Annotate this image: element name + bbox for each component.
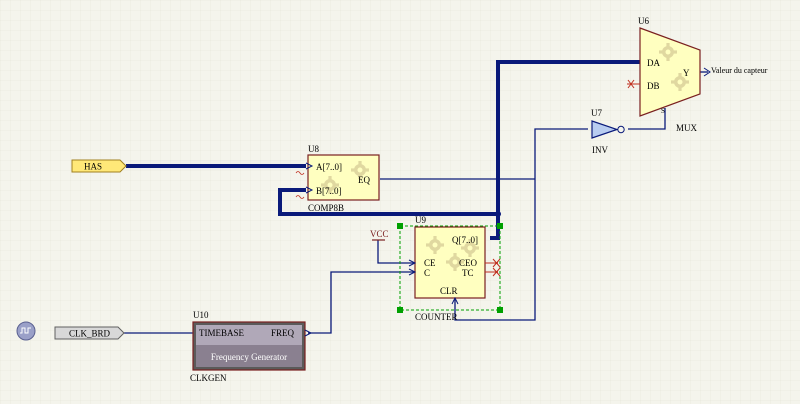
comparator-ref: U8 xyxy=(308,144,319,154)
clock-source-icon xyxy=(16,321,36,341)
mux-pin-db: DB xyxy=(647,81,660,91)
selection-handles[interactable] xyxy=(397,223,503,313)
wires xyxy=(124,71,708,334)
vcc-power-port[interactable]: VCC xyxy=(370,229,389,241)
junction-dot xyxy=(495,211,501,217)
clkgen-component[interactable]: U10 TIMEBASE FREQ Frequency Generator CL… xyxy=(190,310,313,383)
wire-inv-select[interactable] xyxy=(628,108,666,130)
wire-inv-loop[interactable] xyxy=(454,128,588,321)
bus-marker xyxy=(295,171,305,175)
counter-name: COUNTER xyxy=(415,312,458,322)
comparator-pin-b: B[7..0] xyxy=(316,186,342,196)
has-port[interactable]: HAS xyxy=(71,159,127,173)
mux-pin-y: Y xyxy=(683,68,690,78)
vcc-label: VCC xyxy=(370,229,389,239)
comparator-pin-eq: EQ xyxy=(358,175,370,185)
wire-vcc-ce[interactable] xyxy=(377,240,414,264)
mux-name: MUX xyxy=(676,123,698,133)
clkgen-title: Frequency Generator xyxy=(211,352,287,362)
buses xyxy=(126,60,640,240)
clk-brd-label: CLK_BRD xyxy=(69,329,111,339)
counter-pin-tc: TC xyxy=(462,268,474,278)
output-port-label[interactable]: Valeur du capteur xyxy=(711,66,768,75)
no-connect-icon xyxy=(627,79,640,89)
bus-counter-b[interactable] xyxy=(278,188,500,240)
comparator-pin-a: A[7..0] xyxy=(316,162,342,172)
counter-pin-clr: CLR xyxy=(440,286,458,296)
bus-marker xyxy=(295,195,305,199)
has-port-label: HAS xyxy=(84,162,102,172)
mux-component[interactable]: U6 DA DB Y S MUX xyxy=(638,16,701,133)
bus-to-mux[interactable] xyxy=(496,60,640,214)
comparator-name: COMP8B xyxy=(308,203,344,213)
counter-pin-ceo: CEO xyxy=(459,258,478,268)
inverter-component[interactable]: U7 INV xyxy=(591,108,625,155)
counter-ref: U9 xyxy=(415,215,426,225)
clkgen-ref: U10 xyxy=(193,310,209,320)
output-arrow-icon xyxy=(703,67,711,77)
counter-pin-c: C xyxy=(424,268,430,278)
counter-pin-ce: CE xyxy=(424,258,436,268)
wire-freq-c[interactable] xyxy=(308,271,414,334)
comparator-component[interactable]: U8 A[7..0] B[7..0] EQ COMP8B xyxy=(305,144,380,213)
clkgen-name: CLKGEN xyxy=(190,373,227,383)
clkgen-pin-freq: FREQ xyxy=(271,328,295,338)
mux-pin-da: DA xyxy=(647,58,660,68)
inverter-name: INV xyxy=(592,145,608,155)
counter-pin-q: Q[7..0] xyxy=(452,235,478,245)
no-connect-icon xyxy=(485,258,501,277)
mux-ref: U6 xyxy=(638,16,649,26)
mux-pin-s: S xyxy=(661,107,665,115)
clk-brd-port[interactable]: CLK_BRD xyxy=(16,321,125,341)
inverter-ref: U7 xyxy=(591,108,602,118)
clkgen-pin-timebase: TIMEBASE xyxy=(199,328,245,338)
